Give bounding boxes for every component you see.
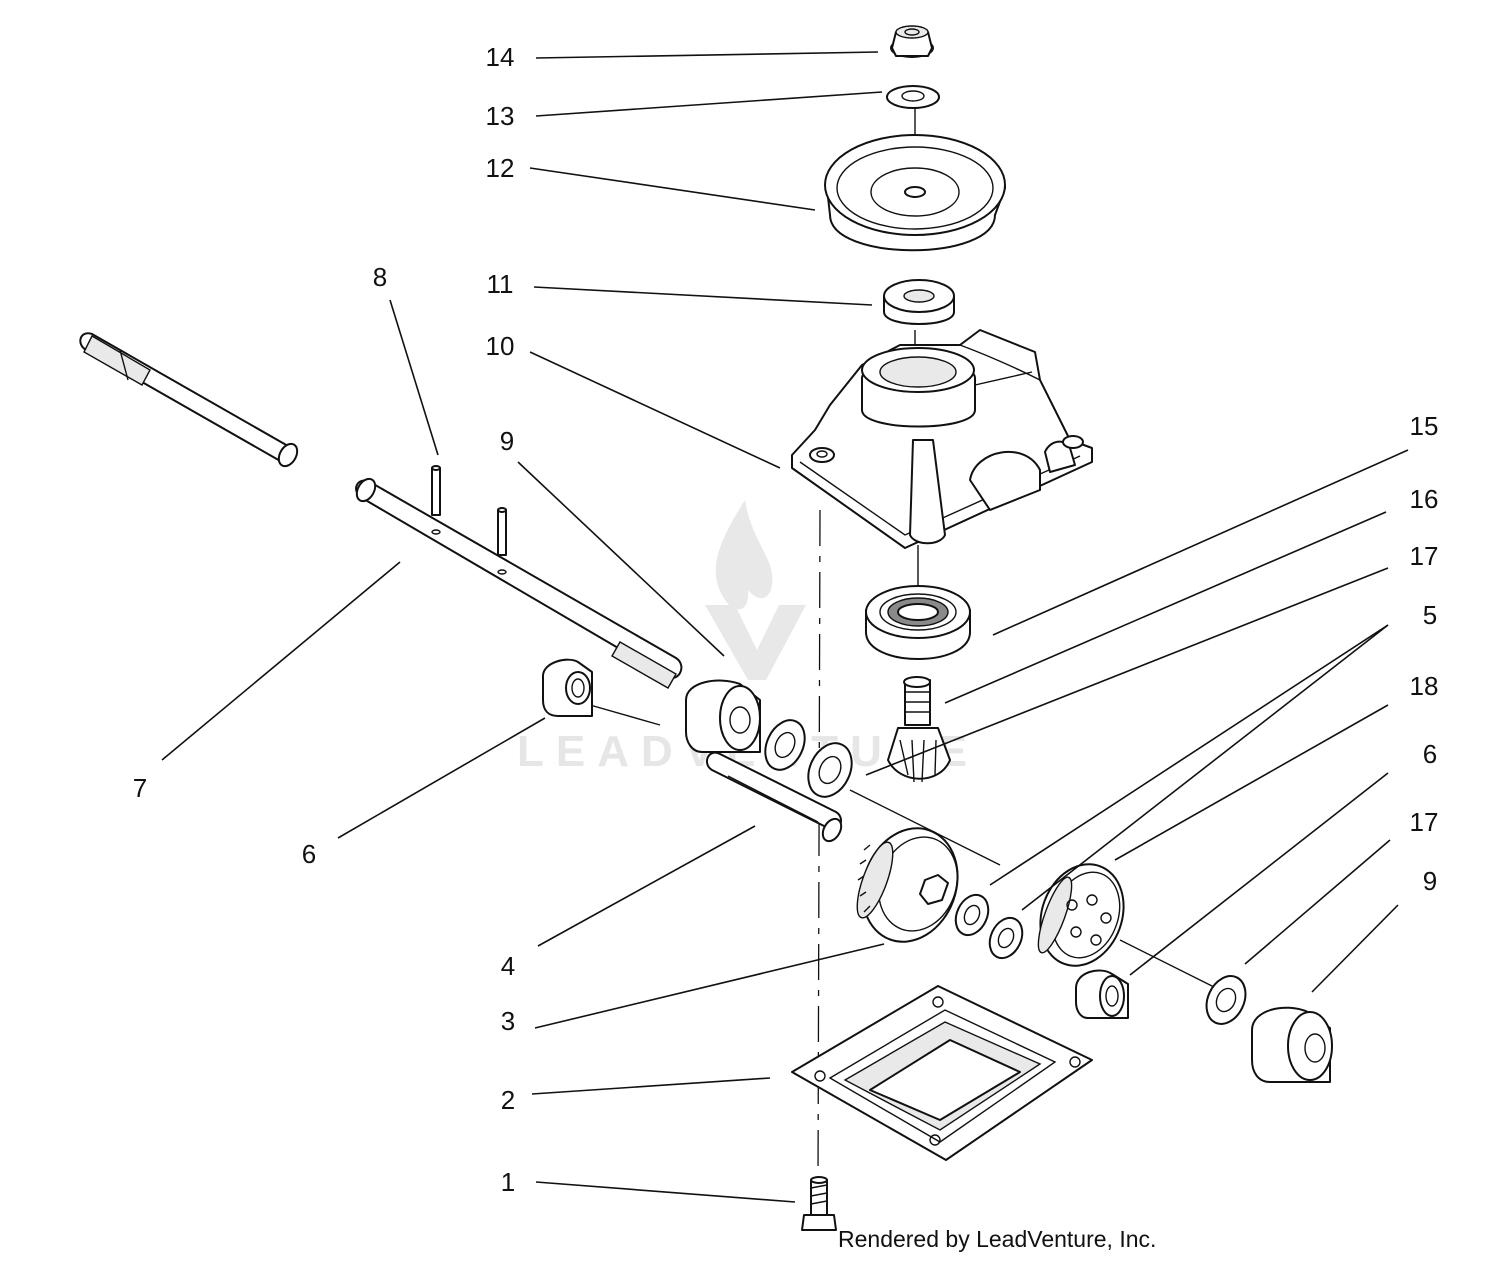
hex-screw xyxy=(801,1176,837,1231)
callout-16: 16 xyxy=(1410,484,1439,514)
axle-shaft xyxy=(355,477,683,689)
callout-17-bottom: 17 xyxy=(1410,807,1439,837)
washer-left-1 xyxy=(764,719,806,771)
render-credit: Rendered by LeadVenture, Inc. xyxy=(838,1226,1156,1252)
callout-12: 12 xyxy=(486,153,515,183)
callout-6-right: 6 xyxy=(1423,739,1437,769)
bushing-left xyxy=(542,658,593,717)
spur-gear xyxy=(1037,863,1125,967)
shaft-axis xyxy=(589,704,661,726)
callout-10: 10 xyxy=(486,331,515,361)
callout-17-top: 17 xyxy=(1410,541,1439,571)
callout-14: 14 xyxy=(486,42,515,72)
bushing-right xyxy=(1075,969,1129,1019)
cover-plate xyxy=(791,985,1093,1161)
leader-lines xyxy=(161,51,1409,1203)
drive-shaft xyxy=(705,751,843,843)
washer-left-2 xyxy=(807,742,853,798)
drive-gear xyxy=(856,827,959,943)
flange-nut xyxy=(890,25,934,58)
callout-5: 5 xyxy=(1423,600,1437,630)
callout-2: 2 xyxy=(501,1085,515,1115)
washer-mid-1 xyxy=(954,893,990,937)
bushing-large-left xyxy=(685,679,761,753)
callout-11: 11 xyxy=(487,269,514,299)
axle-shaft-upper xyxy=(79,332,299,468)
spacer xyxy=(883,279,955,325)
washer-top xyxy=(886,85,940,109)
callout-9-left: 9 xyxy=(500,426,514,456)
callout-9-right: 9 xyxy=(1423,866,1437,896)
callout-7: 7 xyxy=(133,773,147,803)
pulley xyxy=(824,134,1006,252)
callout-4: 4 xyxy=(501,951,515,981)
roll-pins xyxy=(431,465,507,575)
callout-15: 15 xyxy=(1410,411,1439,441)
callout-8: 8 xyxy=(373,262,387,292)
callout-labels: 14 13 12 11 10 8 9 7 6 4 3 2 1 15 16 17 … xyxy=(133,42,1439,1197)
bushing-large-right xyxy=(1251,1006,1333,1083)
washer-right xyxy=(1205,975,1247,1025)
gear-case-housing xyxy=(791,329,1093,549)
ball-bearing xyxy=(865,585,971,660)
callout-1: 1 xyxy=(501,1167,515,1197)
callout-18: 18 xyxy=(1410,671,1439,701)
callout-3: 3 xyxy=(501,1006,515,1036)
washer-mid-2 xyxy=(988,916,1024,960)
callout-13: 13 xyxy=(486,101,515,131)
callout-6-left: 6 xyxy=(302,839,316,869)
